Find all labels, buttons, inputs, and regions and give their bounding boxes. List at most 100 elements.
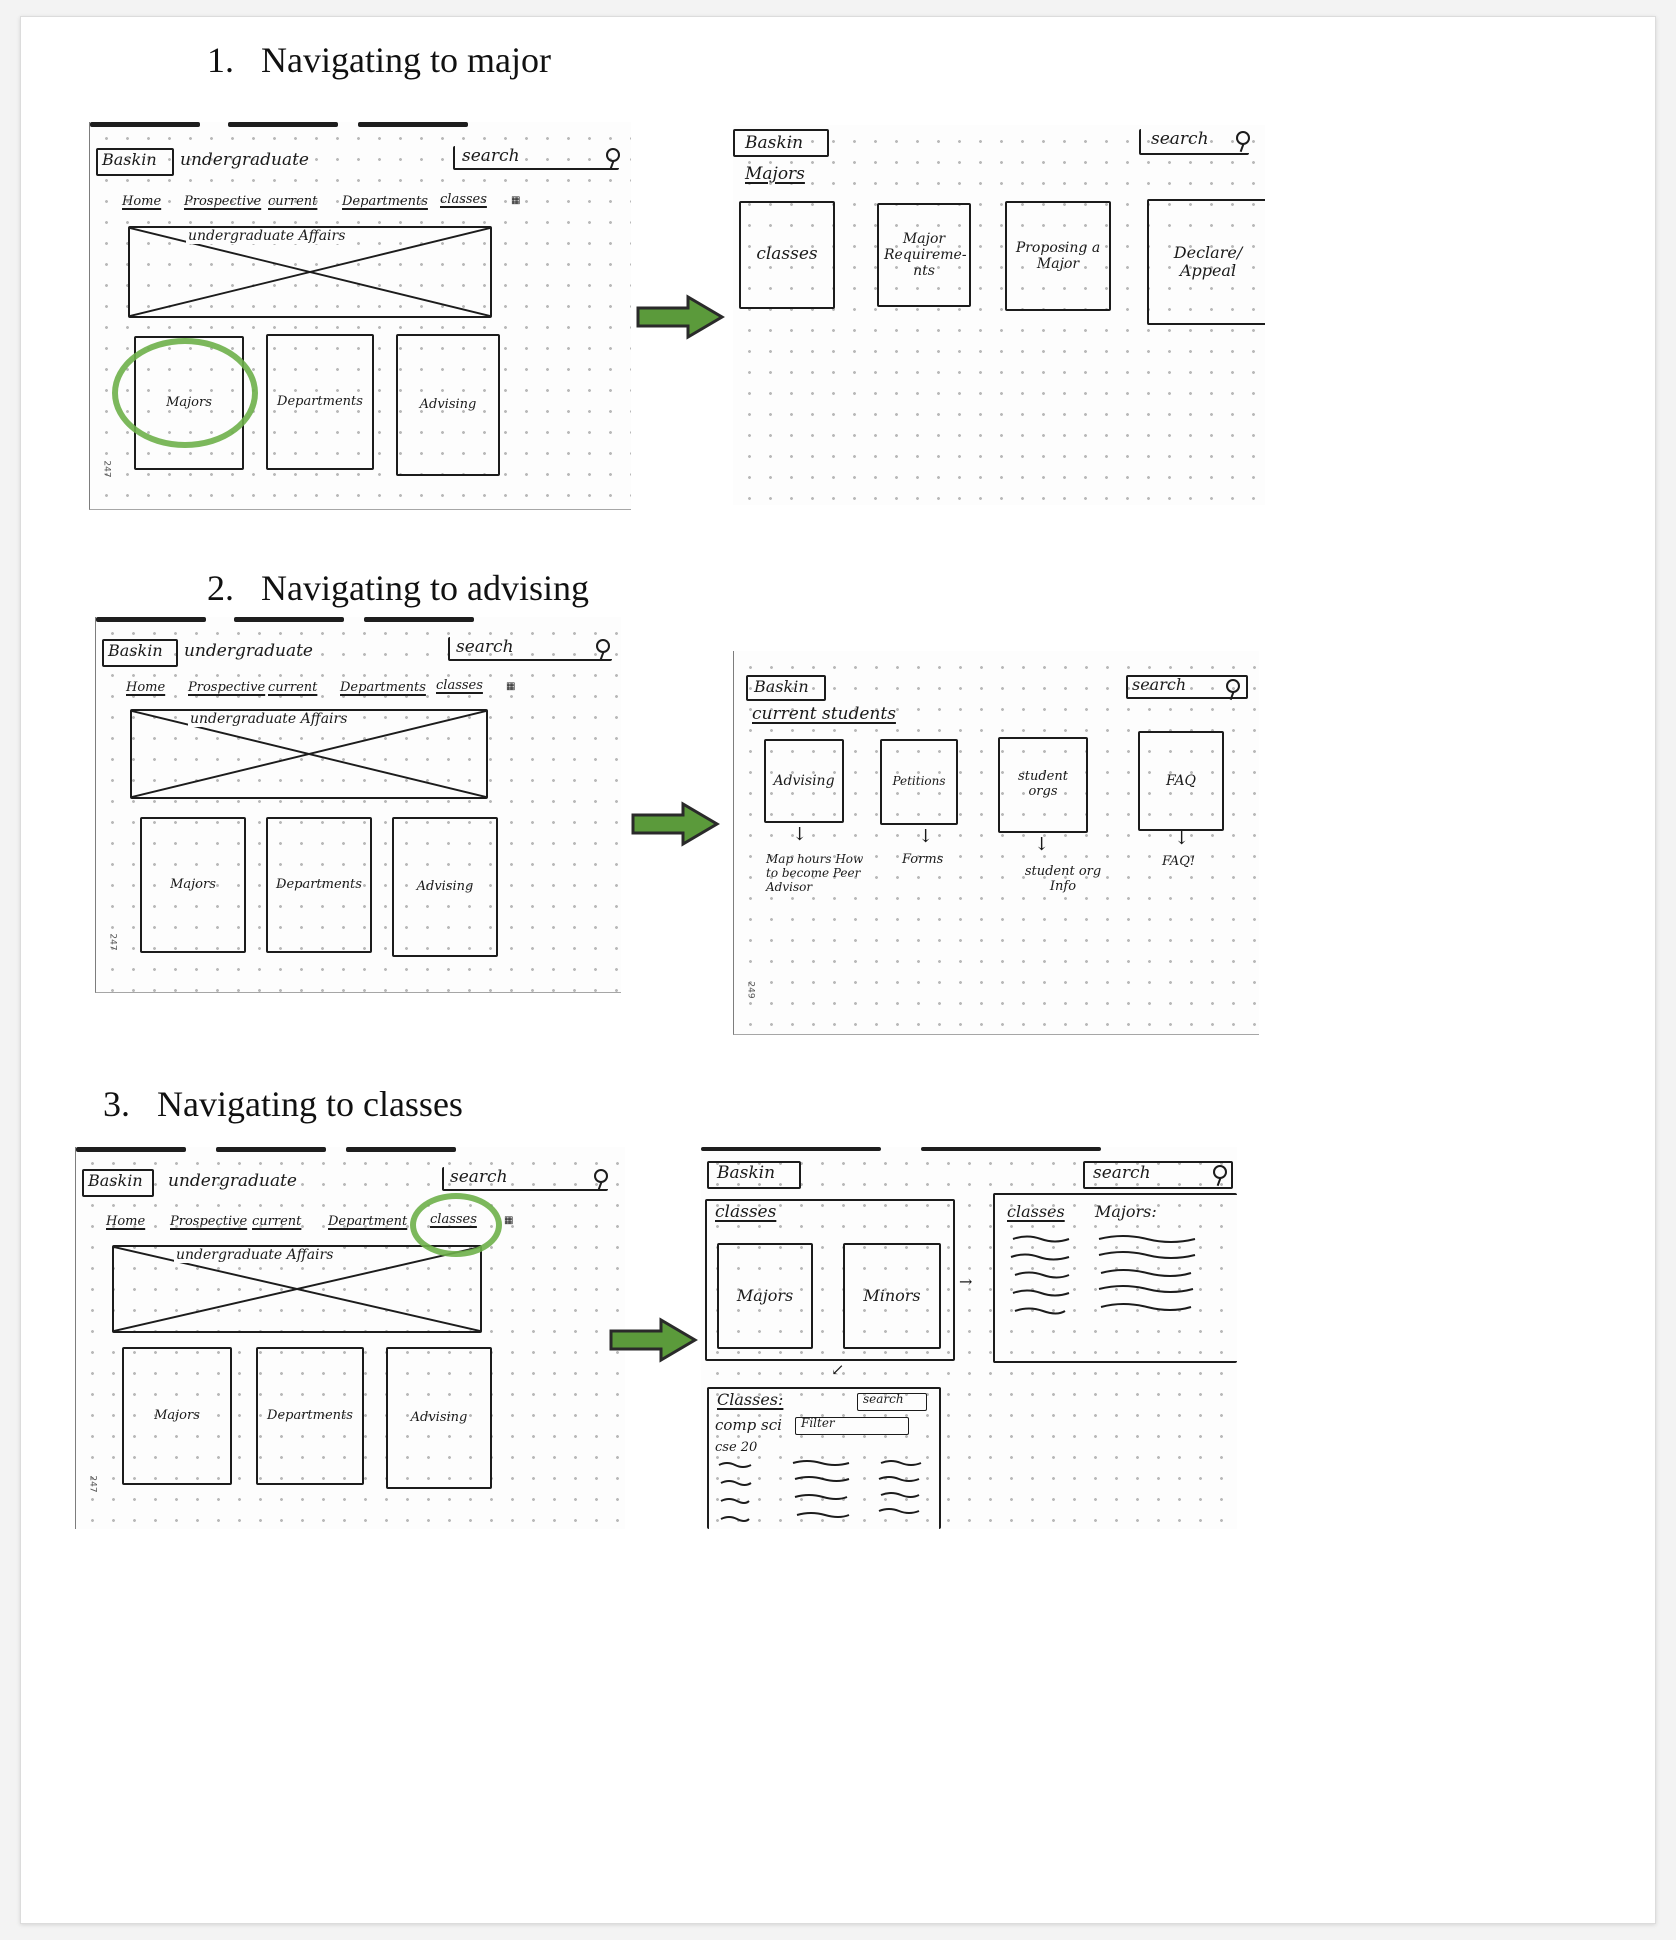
down-arrow-icon: ↓ xyxy=(918,826,934,847)
card-advising[interactable]: Advising xyxy=(764,739,844,823)
right-arrow-icon xyxy=(609,1317,698,1363)
search-icon[interactable] xyxy=(596,639,610,653)
nav-current[interactable]: current xyxy=(252,1214,302,1229)
hero-label: undergraduate Affairs xyxy=(174,1247,336,1264)
site-title: undergraduate xyxy=(168,1171,297,1191)
logo-text: Baskin xyxy=(102,150,157,169)
card-majors[interactable]: Majors xyxy=(140,817,246,953)
card-faq[interactable]: FAQ xyxy=(1138,731,1224,831)
logo-text: Baskin xyxy=(745,133,804,153)
document-page: 1.Navigating to major Baskin undergradua… xyxy=(20,16,1656,1924)
placeholder-text-lines xyxy=(1010,1235,1196,1315)
down-arrow-icon: ↓ xyxy=(1174,828,1190,849)
card-petitions[interactable]: Petitions xyxy=(880,739,958,825)
right-arrow-icon: → xyxy=(959,1272,973,1291)
card-departments[interactable]: Departments xyxy=(266,334,374,470)
search-box[interactable] xyxy=(448,637,612,661)
majors-column-label: Majors: xyxy=(1095,1202,1157,1221)
search-placeholder: search xyxy=(450,1167,508,1187)
nav-home[interactable]: Home xyxy=(106,1214,146,1229)
classes-panel-title: classes xyxy=(715,1202,777,1222)
down-left-arrow-icon: ↙ xyxy=(831,1360,845,1379)
right-arrow-icon xyxy=(636,294,725,340)
search-box[interactable] xyxy=(1083,1161,1233,1189)
card-majors[interactable]: Majors xyxy=(122,1347,232,1485)
card-departments[interactable]: Departments xyxy=(256,1347,364,1485)
class-list-panel xyxy=(707,1387,941,1529)
right-arrow-icon xyxy=(631,801,720,847)
nav-current[interactable]: current xyxy=(268,194,318,209)
logo-text: Baskin xyxy=(88,1171,143,1190)
class-list-search-placeholder: search xyxy=(863,1392,904,1406)
section-heading-3: 3.Navigating to classes xyxy=(103,1084,463,1124)
logo-box xyxy=(102,639,178,667)
nav-classes[interactable]: classes xyxy=(440,192,487,207)
search-placeholder: search xyxy=(1093,1163,1151,1183)
card-majors[interactable]: Majors xyxy=(717,1243,813,1349)
subject-label: comp sci xyxy=(715,1416,782,1434)
majors-sketch: Baskin search Majors classes Major Requi… xyxy=(733,125,1265,505)
section-title: current students xyxy=(752,704,896,724)
logo-box xyxy=(746,675,826,701)
nav-extra-icon: ▦ xyxy=(504,1215,514,1226)
search-placeholder: search xyxy=(462,146,520,166)
card-major-requirements[interactable]: Major Requireme-nts xyxy=(877,203,971,307)
card-declare-appeal[interactable]: Declare/ Appeal xyxy=(1147,199,1265,325)
search-box[interactable] xyxy=(1139,129,1249,155)
nav-departments[interactable]: Departments xyxy=(340,680,426,695)
filter-field[interactable] xyxy=(795,1417,909,1435)
nav-departments[interactable]: Departments xyxy=(342,194,428,209)
page-number: 247 xyxy=(101,460,112,478)
card-classes[interactable]: classes xyxy=(739,201,835,309)
nav-extra-icon: ▦ xyxy=(511,195,521,206)
advising-detail: Map hours How to become Peer Advisor xyxy=(766,852,864,894)
nav-home[interactable]: Home xyxy=(122,194,162,209)
down-arrow-icon: ↓ xyxy=(1034,834,1050,855)
logo-text: Baskin xyxy=(717,1163,776,1183)
card-advising[interactable]: Advising xyxy=(386,1347,492,1489)
nav-current[interactable]: current xyxy=(268,680,318,695)
placeholder-text-lines xyxy=(718,1460,922,1522)
nav-extra-icon: ▦ xyxy=(506,681,516,692)
nav-classes[interactable]: classes xyxy=(436,678,483,693)
search-box[interactable] xyxy=(1126,675,1248,699)
logo-text: Baskin xyxy=(754,677,809,696)
card-advising[interactable]: Advising xyxy=(396,334,500,476)
classes-panel xyxy=(705,1199,955,1361)
logo-box xyxy=(82,1169,154,1197)
hero-label: undergraduate Affairs xyxy=(186,228,348,245)
nav-prospective[interactable]: Prospective xyxy=(188,680,266,695)
home-sketch-2: Baskin undergraduate search Home Prospec… xyxy=(95,617,621,993)
nav-departments[interactable]: Department xyxy=(328,1214,408,1229)
card-proposing-major[interactable]: Proposing a Major xyxy=(1005,201,1111,311)
card-advising[interactable]: Advising xyxy=(392,817,498,957)
section-heading-1: 1.Navigating to major xyxy=(207,40,551,80)
class-list-title: Classes: xyxy=(717,1390,784,1409)
majors-classes-panel xyxy=(993,1193,1237,1363)
home-sketch-3: Baskin undergraduate search Home Prospec… xyxy=(75,1147,625,1529)
search-box[interactable] xyxy=(442,1167,608,1191)
nav-prospective[interactable]: Prospective xyxy=(170,1214,248,1229)
nav-home[interactable]: Home xyxy=(126,680,166,695)
student-orgs-detail: student org Info xyxy=(1024,864,1102,894)
filter-placeholder: Filter xyxy=(801,1416,835,1430)
petitions-detail: Forms xyxy=(902,852,944,867)
classes-highlight-circle xyxy=(410,1193,502,1257)
search-icon[interactable] xyxy=(1226,679,1240,693)
card-student-orgs[interactable]: student orgs xyxy=(998,737,1088,833)
site-title: undergraduate xyxy=(184,641,313,661)
faq-detail: FAQ! xyxy=(1162,854,1196,869)
page-number: 247 xyxy=(87,1475,98,1493)
search-icon[interactable] xyxy=(606,148,620,162)
search-icon[interactable] xyxy=(1213,1165,1227,1179)
card-departments[interactable]: Departments xyxy=(266,817,372,953)
classes-column-label: classes xyxy=(1007,1202,1065,1221)
nav-prospective[interactable]: Prospective xyxy=(184,194,262,209)
logo-box xyxy=(733,129,829,157)
card-minors[interactable]: Minors xyxy=(843,1243,941,1349)
class-list-search[interactable] xyxy=(857,1393,927,1411)
search-icon[interactable] xyxy=(1236,131,1250,145)
search-box[interactable] xyxy=(453,146,619,170)
search-icon[interactable] xyxy=(594,1169,608,1183)
page-number: 249 xyxy=(745,981,756,999)
